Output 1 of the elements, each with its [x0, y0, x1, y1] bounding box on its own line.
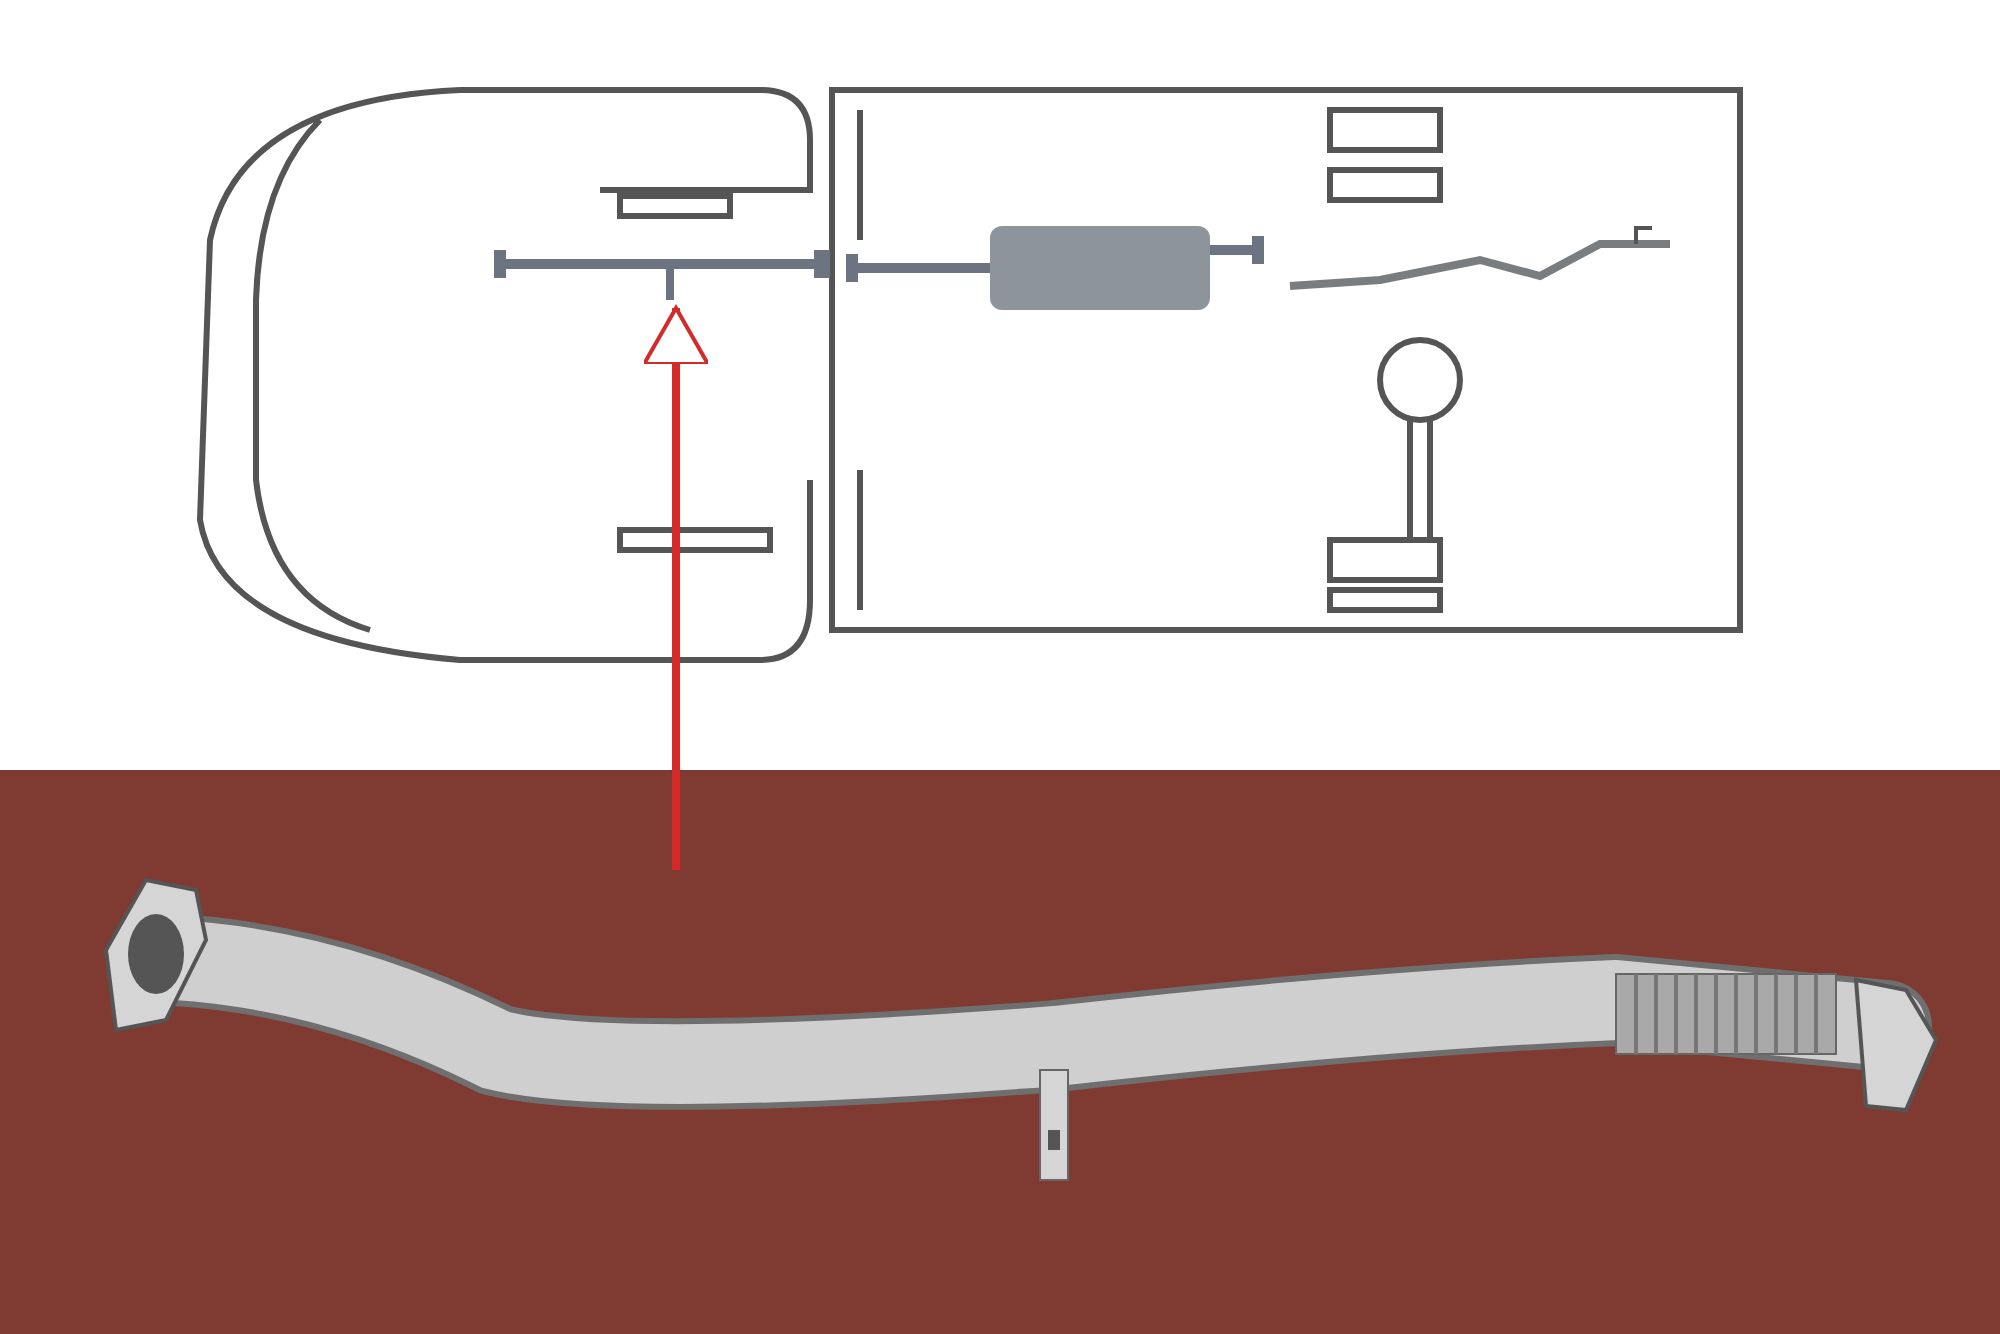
arrow [642, 306, 710, 870]
